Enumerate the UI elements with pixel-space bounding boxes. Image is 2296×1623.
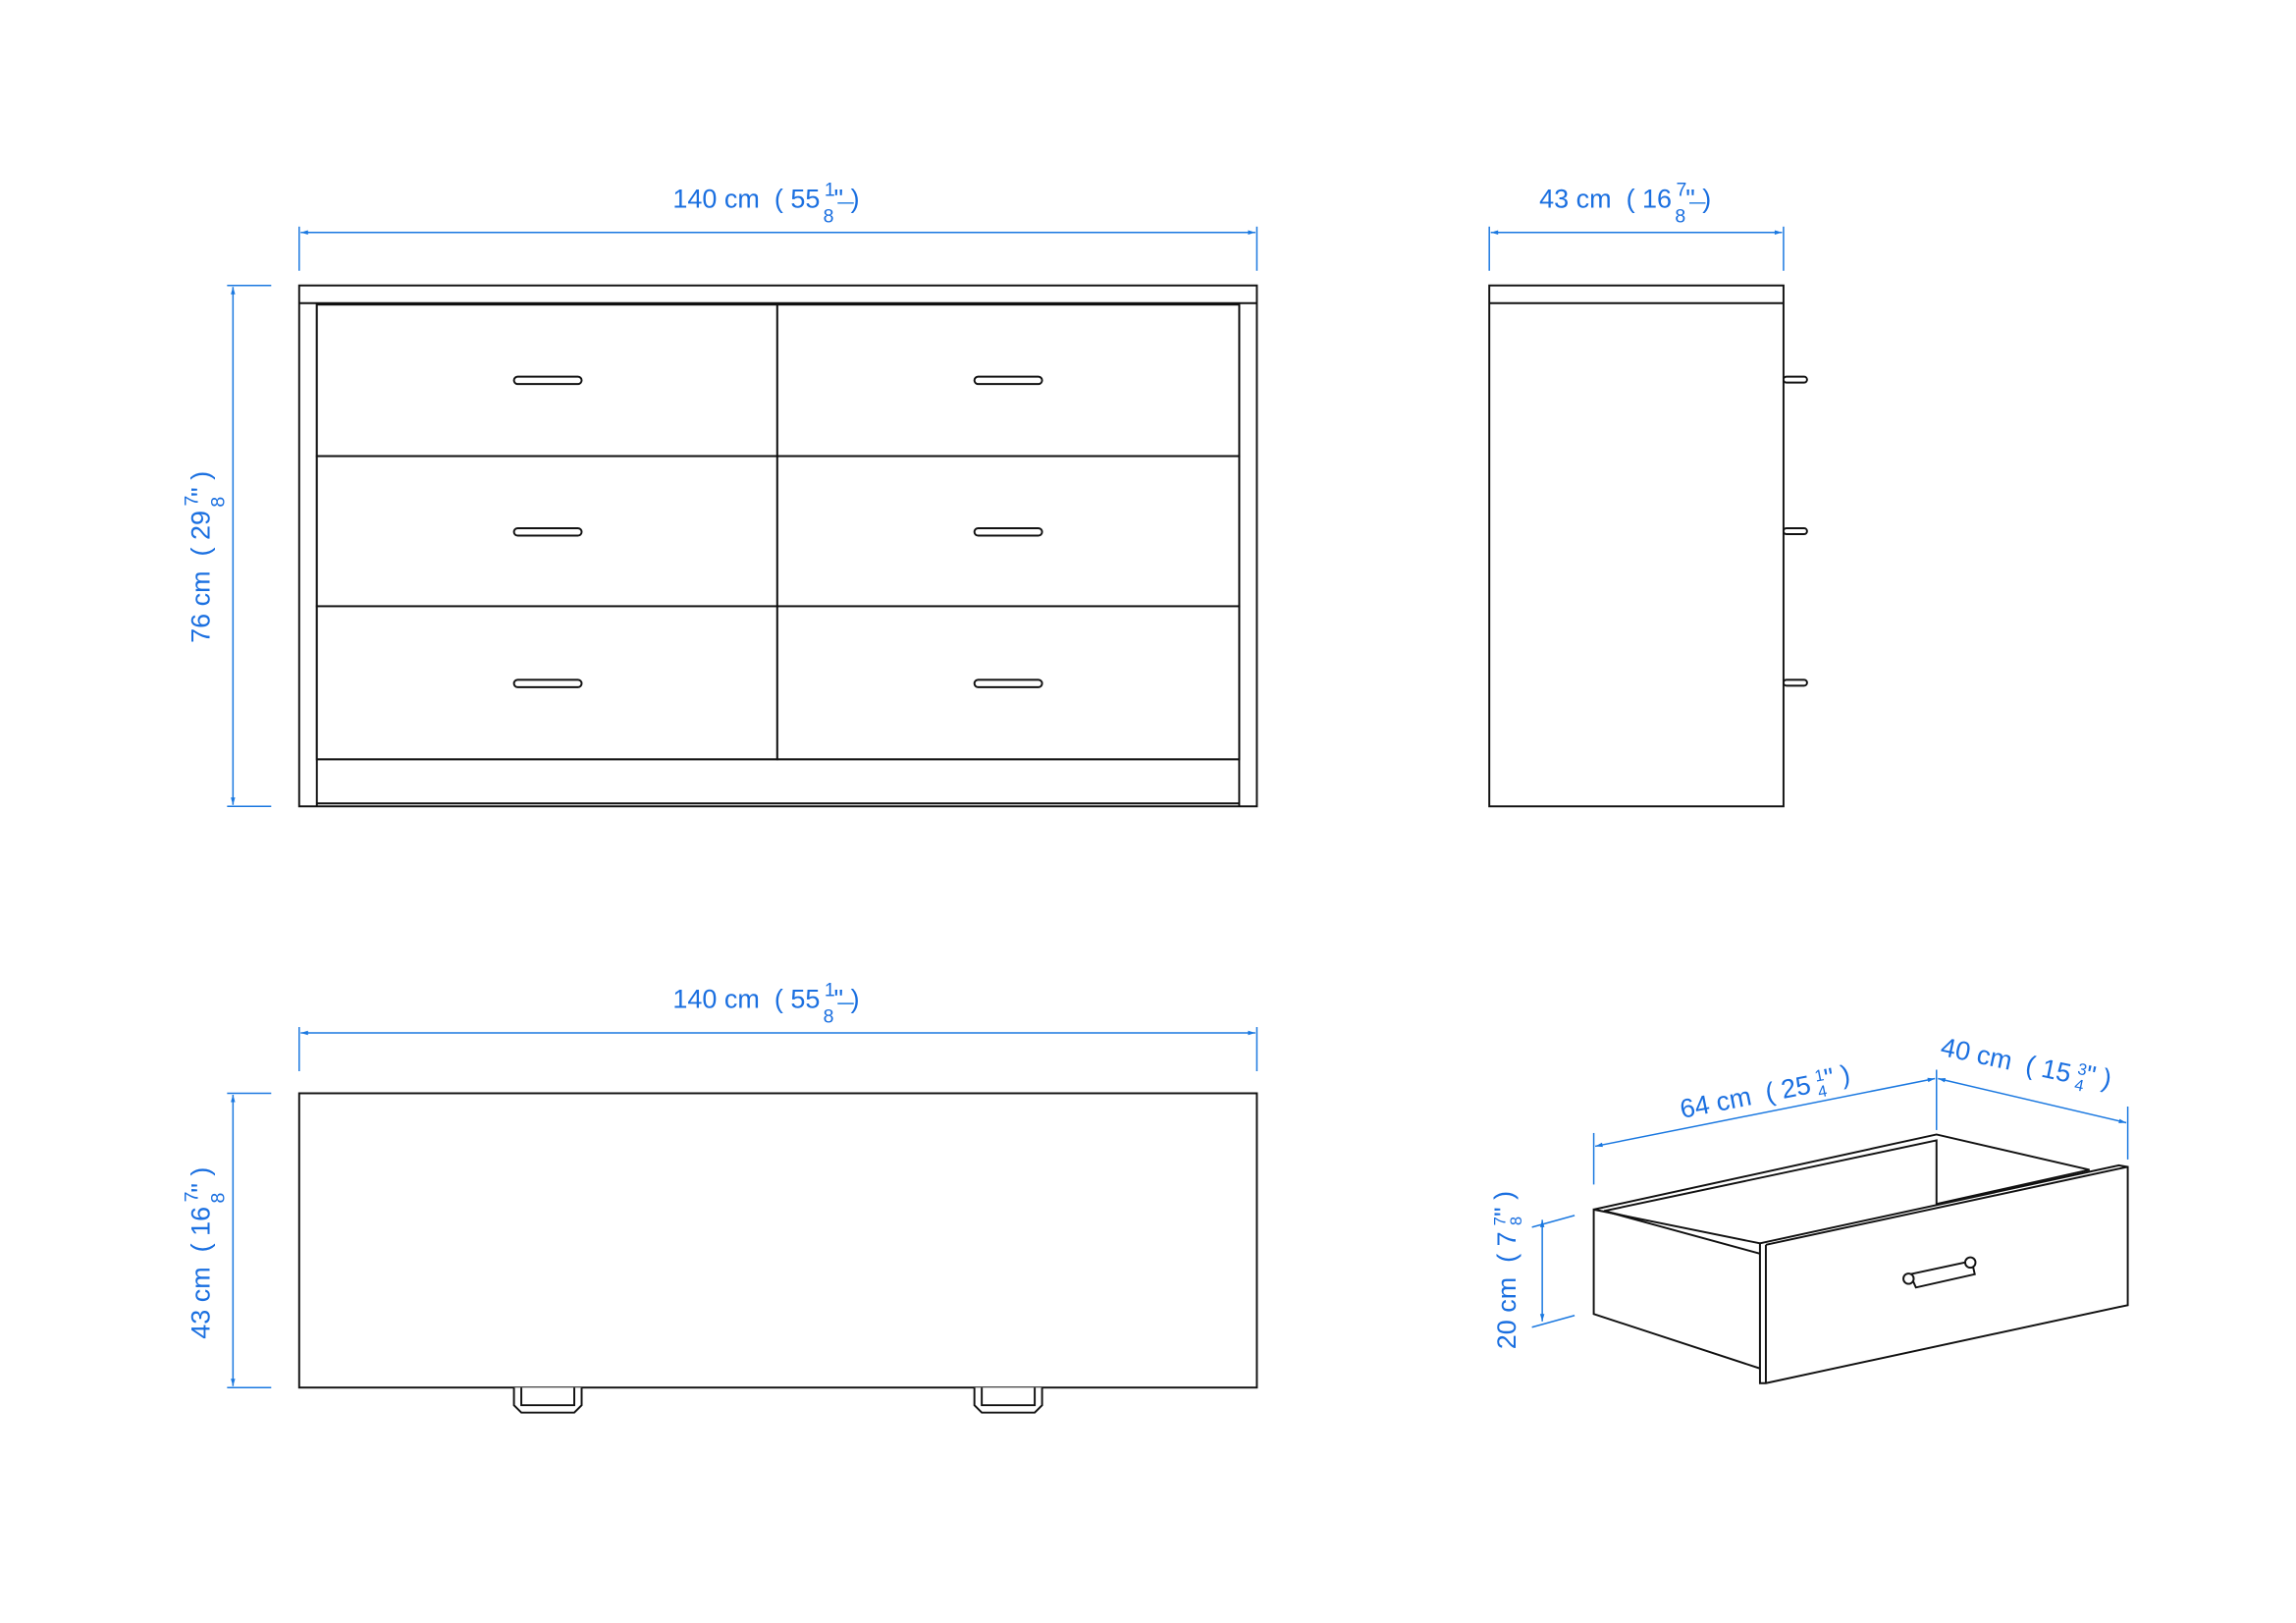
handle-end (1902, 1272, 1915, 1285)
handle-profile (1782, 678, 1808, 687)
front-panel-edge (1765, 1165, 2128, 1246)
drawer-handle (1908, 1260, 1976, 1289)
handle (512, 678, 583, 688)
dresser-side (1488, 284, 1785, 808)
handle (512, 375, 583, 386)
extension-line (1531, 1315, 1575, 1328)
handle-top (973, 1387, 1043, 1414)
drawer-length-label: 64 cm( 2514" ) (1677, 1059, 1853, 1128)
extension-line (1531, 1215, 1575, 1228)
drawer-width-line (1938, 1077, 2127, 1124)
drawer-fronts (315, 303, 1241, 761)
dresser-top (297, 1092, 1258, 1389)
handle-profile (1782, 375, 1808, 384)
drawer-handles (512, 375, 1043, 688)
handle-top (512, 1387, 583, 1414)
drawer-side-edge (1603, 1210, 1761, 1255)
handle-end (1964, 1256, 1977, 1270)
drawer-height-label: 20 cm( 778" ) (1489, 1191, 1525, 1349)
drawer-length-line (1594, 1077, 1936, 1148)
handle-profile (1782, 527, 1808, 535)
handle (973, 678, 1043, 688)
handle (973, 375, 1043, 386)
handle (512, 527, 583, 537)
handle (973, 527, 1043, 537)
